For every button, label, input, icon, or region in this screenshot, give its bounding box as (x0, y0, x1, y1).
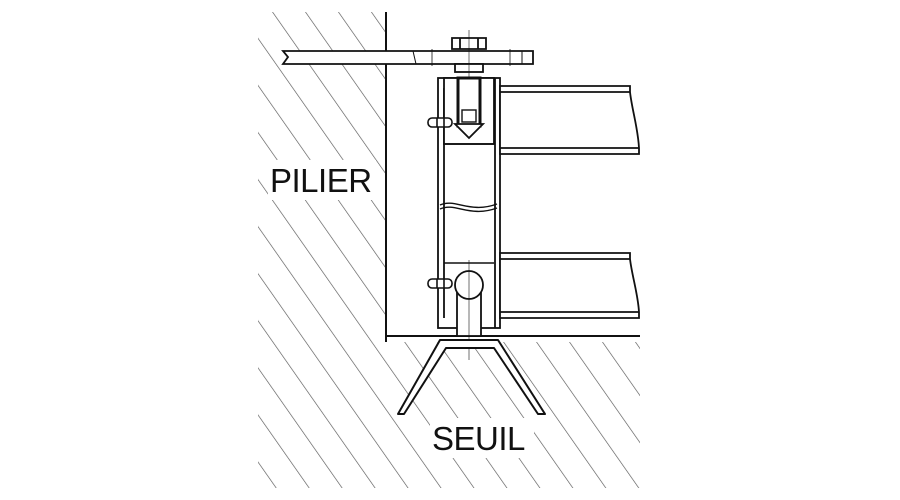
grease-nipple-top (427, 117, 453, 128)
top-bracket-plate (281, 49, 534, 66)
pillar-label: PILIER (270, 162, 372, 199)
bottom-pivot (454, 260, 484, 360)
gate-rail-bottom (499, 252, 640, 319)
sill-hatch (258, 342, 640, 488)
gate-rail-top (499, 85, 640, 155)
sill-label: SEUIL (432, 420, 525, 457)
grease-nipple-bottom (427, 278, 453, 289)
sill-anchor (397, 339, 546, 415)
